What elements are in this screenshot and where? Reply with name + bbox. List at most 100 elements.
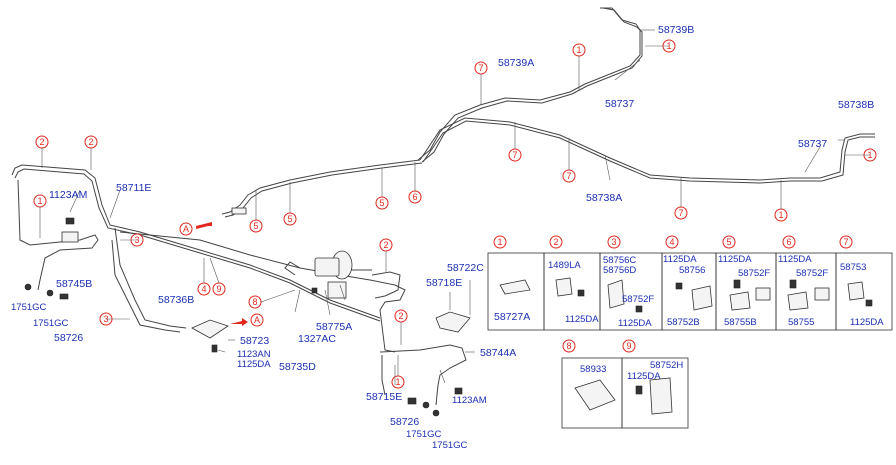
label-58722C: 58722C: [447, 262, 484, 274]
callout-2: 2: [394, 309, 408, 323]
svg-text:2: 2: [383, 240, 388, 250]
label-58711E: 58711E: [116, 182, 151, 194]
svg-text:1: 1: [395, 377, 400, 387]
bolt-icon: [59, 293, 69, 300]
label-58727A: 58727A: [494, 311, 530, 323]
detail-box-4: 4 1125DA 58756 58752B: [661, 235, 717, 331]
callout-5: 5: [375, 196, 389, 210]
label-1751GC: 1751GC: [406, 429, 442, 440]
callout-1: 1: [391, 375, 405, 389]
callout-2: 2: [35, 135, 49, 149]
connector-icon: [61, 231, 79, 243]
label-58735D: 58735D: [279, 361, 316, 373]
pipe-58711E-b: [14, 168, 381, 322]
label-58737: 58737: [605, 98, 634, 110]
clip-icon: [231, 207, 247, 215]
svg-text:7: 7: [478, 63, 483, 73]
label-58744A: 58744A: [480, 347, 516, 359]
reference-a-bottom: A: [230, 313, 264, 327]
callout-7: 7: [474, 61, 488, 75]
ref-letter: A: [183, 224, 189, 234]
svg-text:1: 1: [576, 45, 581, 55]
label-58752H: 58752H: [650, 360, 683, 371]
callout-7: 7: [562, 169, 576, 183]
detail-box-5: 5 1125DA 58752F 58755B: [715, 235, 777, 331]
clamp-icon: [847, 281, 865, 301]
svg-text:9: 9: [216, 284, 221, 294]
detail-box-1: 1 58727A: [487, 235, 545, 331]
pipe-master: [284, 261, 372, 276]
detail-box-8: 8 58933: [561, 339, 623, 429]
label-58933: 58933: [580, 364, 606, 375]
master-cylinder-body-icon: [314, 257, 340, 277]
label-1751GC: 1751GC: [33, 318, 69, 329]
callout-9: 9: [212, 282, 226, 296]
pipe-58738A-inner: [422, 120, 875, 184]
label-1751GC: 1751GC: [11, 302, 47, 313]
proportioning-valve-icon: [327, 281, 347, 299]
label-1125DA: 1125DA: [778, 254, 812, 265]
bolt-icon: [789, 279, 797, 289]
clamp-58933-icon: [574, 379, 616, 411]
label-58752F: 58752F: [738, 268, 770, 279]
clamp-58752H-icon: [649, 377, 673, 415]
label-58752F: 58752F: [622, 294, 654, 305]
pipe-58722C: [371, 271, 401, 299]
label-1125DA: 1125DA: [565, 314, 599, 325]
label-58739A: 58739A: [498, 57, 534, 69]
label-58726: 58726: [54, 332, 83, 344]
bolt-icon: [311, 287, 318, 294]
reference-a-top: A: [179, 222, 212, 236]
svg-text:2: 2: [553, 237, 558, 247]
callout-5: 5: [283, 212, 297, 226]
callouts: 1 1 1 1 1 1 2 2 2 2 3 3 4 9 5 5 5 6 7 7 …: [33, 39, 877, 389]
pipe-58715E: [381, 355, 386, 396]
svg-text:4: 4: [201, 284, 206, 294]
detail-box-9: 9 58752H 1125DA: [621, 339, 689, 429]
svg-text:8: 8: [566, 341, 571, 351]
svg-text:9: 9: [626, 341, 631, 351]
label-58736B: 58736B: [158, 294, 194, 306]
label-1125DA: 1125DA: [618, 318, 652, 329]
svg-text:6: 6: [786, 237, 791, 247]
label-1327AC: 1327AC: [298, 333, 336, 345]
clamp-icon: [814, 287, 830, 301]
bolt-icon: [675, 282, 683, 290]
label-1751GC: 1751GC: [432, 440, 468, 451]
callout-2: 2: [84, 135, 98, 149]
detail-box-7: 7 58753 1125DA: [835, 235, 893, 331]
svg-text:2: 2: [88, 137, 93, 147]
callout-7: 7: [674, 206, 688, 220]
svg-text:4: 4: [669, 237, 674, 247]
label-58738B: 58738B: [838, 99, 874, 111]
svg-text:1: 1: [37, 196, 42, 206]
callout-5: 5: [249, 219, 263, 233]
callout-7: 7: [508, 148, 522, 162]
svg-text:1: 1: [778, 210, 783, 220]
pipe-58739B: [417, 7, 641, 161]
ref-letter: A: [254, 315, 260, 325]
svg-text:7: 7: [843, 237, 848, 247]
clamp-icon: [729, 291, 751, 311]
pipe-58736B: [111, 227, 187, 333]
svg-text:5: 5: [726, 237, 731, 247]
detail-box-3: 3 58756C 58756D 58752F 1125DA: [599, 235, 663, 331]
svg-text:1: 1: [497, 237, 502, 247]
components: [24, 207, 471, 417]
bolt-icon: [454, 387, 463, 395]
label-58752B: 58752B: [667, 317, 700, 328]
arrow-right-icon: [230, 318, 248, 326]
label-58718E: 58718E: [426, 277, 462, 289]
label-58738A: 58738A: [586, 192, 622, 204]
callout-1: 1: [774, 208, 788, 222]
clamp-icon: [607, 279, 625, 309]
bolt-icon: [65, 217, 75, 225]
bolt-icon: [422, 401, 430, 409]
detail-box-6: 6 1125DA 58752F 58755: [775, 235, 837, 331]
label-1125DA: 1125DA: [627, 371, 661, 382]
pipe-58739A: [421, 7, 643, 163]
label-1123AM: 1123AM: [49, 189, 87, 201]
detail-box-2: 2 1489LA 1125DA: [543, 235, 601, 331]
